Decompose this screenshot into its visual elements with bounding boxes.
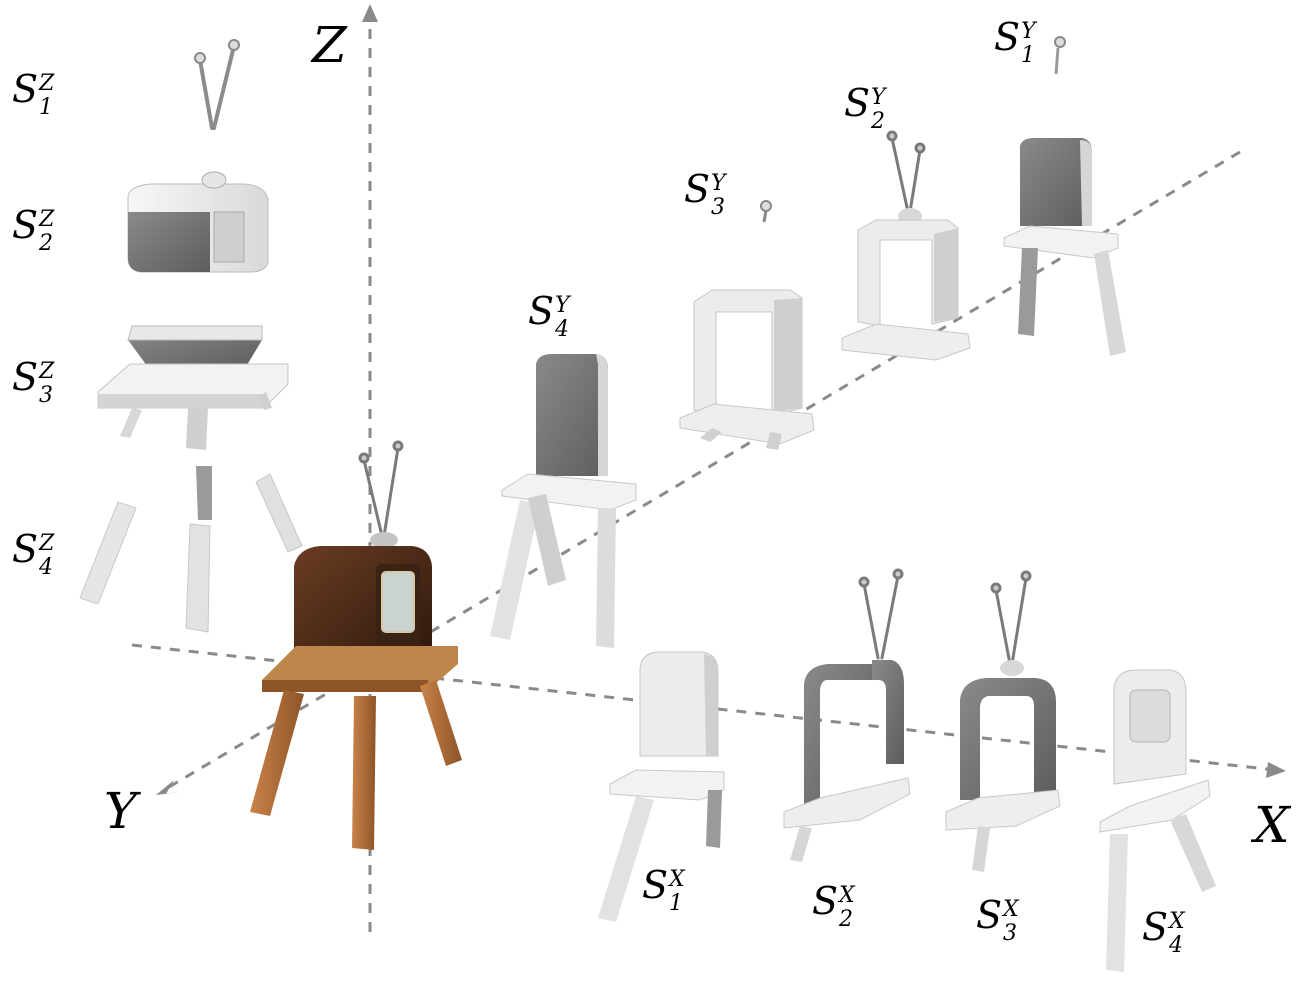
y-axis-label: Y [104, 782, 138, 840]
part-y3 [679, 200, 815, 450]
center-tv-on-stool [250, 440, 462, 850]
part-y4 [490, 354, 637, 648]
y-arrowhead [156, 780, 180, 795]
z-axis-label: Z [312, 16, 347, 74]
part-z3-base-and-tabletop [97, 325, 289, 450]
part-x4 [1099, 669, 1216, 972]
part-x1 [598, 651, 725, 922]
x-arrowhead [1266, 762, 1286, 778]
part-x3 [945, 570, 1061, 872]
x-axis-label: X [1254, 796, 1290, 854]
part-y1 [1003, 36, 1126, 356]
axis-arrowheads [156, 4, 1286, 795]
center-antenna [358, 440, 404, 538]
part-z1-antenna [194, 39, 240, 130]
part-z2-tv-top [127, 171, 269, 273]
part-x2 [783, 568, 911, 862]
z-arrowhead [362, 4, 378, 22]
part-y2 [841, 130, 971, 361]
part-z4-legs [79, 466, 303, 633]
